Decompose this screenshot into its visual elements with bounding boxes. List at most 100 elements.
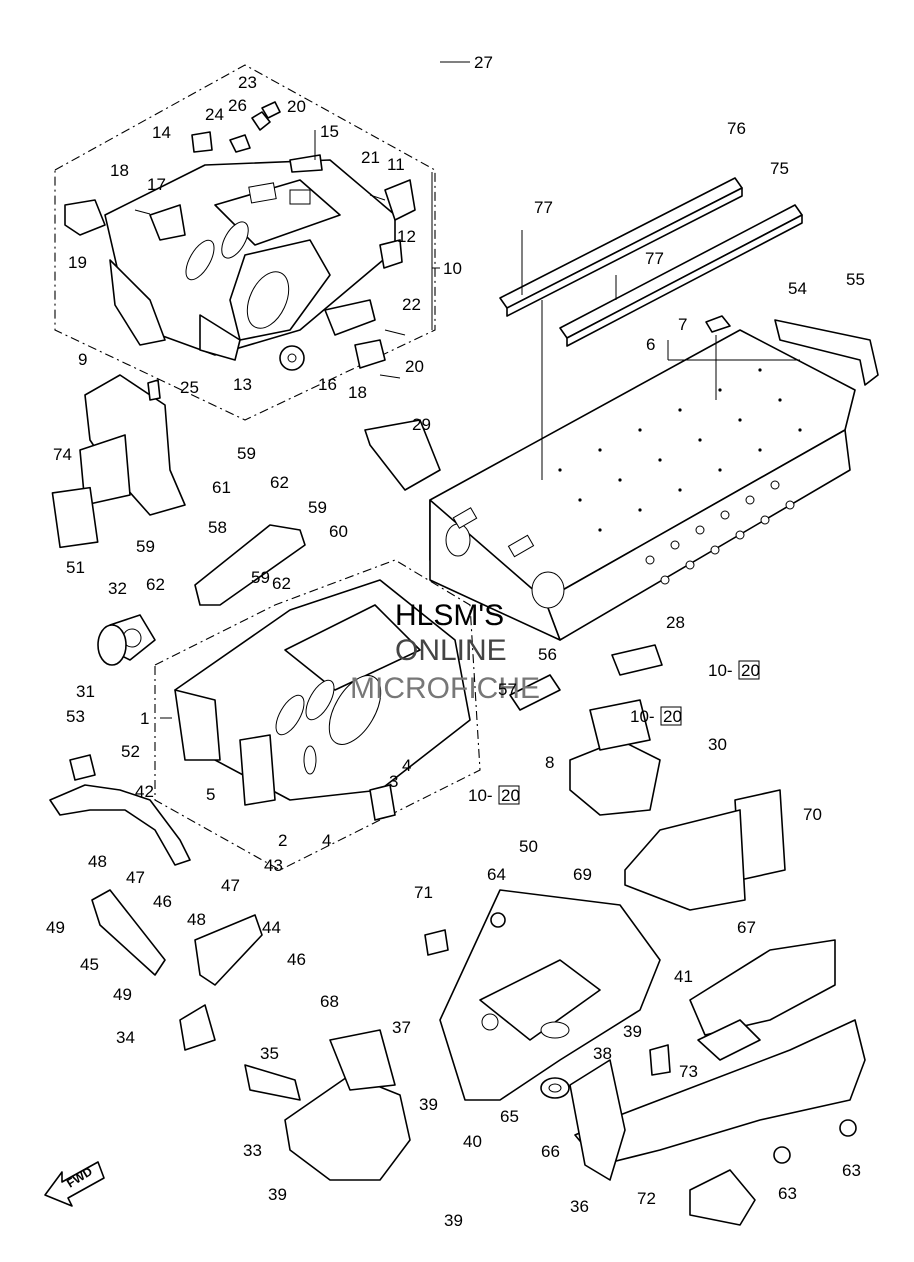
callout-25: 25 — [180, 378, 199, 397]
callout-77b: 77 — [645, 249, 664, 268]
callout-42: 42 — [135, 782, 154, 801]
callout-20b: 20 — [405, 357, 424, 376]
callout-76: 76 — [727, 119, 746, 138]
callout-47a: 47 — [126, 868, 145, 887]
callout-63a: 63 — [842, 1161, 861, 1180]
callout-34: 34 — [116, 1028, 135, 1047]
callout-18a: 18 — [110, 161, 129, 180]
callout-40: 40 — [463, 1132, 482, 1151]
callout-19: 19 — [68, 253, 87, 272]
callout-56: 56 — [538, 645, 557, 664]
callout-14: 14 — [152, 123, 171, 142]
fwd-arrow-icon: FWD — [44, 1161, 105, 1207]
callout-20a: 20 — [287, 97, 306, 116]
callout-11: 11 — [387, 155, 405, 174]
callout-67: 67 — [737, 918, 756, 937]
callout-labels: 27 23 24 26 20 15 14 21 11 18 17 19 12 1… — [46, 53, 865, 1230]
callout-63b: 63 — [778, 1184, 797, 1203]
callout-39c: 39 — [268, 1185, 287, 1204]
callout-62b: 62 — [146, 575, 165, 594]
callout-35: 35 — [260, 1044, 279, 1063]
callout-39d: 39 — [444, 1211, 463, 1230]
callout-38: 38 — [593, 1044, 612, 1063]
callout-4b: 4 — [322, 831, 331, 850]
tunnel-assembly-6 — [429, 300, 879, 641]
callout-45: 45 — [80, 955, 99, 974]
callout-47b: 47 — [221, 876, 240, 895]
callout-30: 30 — [708, 735, 727, 754]
callout-22: 22 — [402, 295, 421, 314]
callout-21: 21 — [361, 148, 380, 167]
callout-32: 32 — [108, 579, 127, 598]
callout-48a: 48 — [88, 852, 107, 871]
callout-16: 16 — [318, 375, 337, 394]
callout-28: 28 — [666, 613, 685, 632]
callout-73: 73 — [679, 1062, 698, 1081]
callout-8: 8 — [545, 753, 554, 772]
callout-36: 36 — [570, 1197, 589, 1216]
leader-lines — [160, 61, 800, 719]
callout-74: 74 — [53, 445, 72, 464]
callout-10-20b: 10- — [630, 707, 655, 726]
callout-39a: 39 — [623, 1022, 642, 1041]
box-20c — [498, 785, 520, 805]
callout-50: 50 — [519, 837, 538, 856]
callout-72: 72 — [637, 1189, 656, 1208]
callout-66: 66 — [541, 1142, 560, 1161]
callout-52: 52 — [121, 742, 140, 761]
callout-20-box-a: 20 — [741, 661, 760, 680]
callout-59c: 59 — [136, 537, 155, 556]
callout-59b: 59 — [308, 498, 327, 517]
callout-20-box-b: 20 — [663, 707, 682, 726]
callout-51: 51 — [66, 558, 85, 577]
callout-39b: 39 — [419, 1095, 438, 1114]
callout-15: 15 — [320, 122, 339, 141]
callout-2: 2 — [278, 831, 287, 850]
callout-12: 12 — [397, 227, 416, 246]
callout-62a: 62 — [270, 473, 289, 492]
callout-59d: 59 — [251, 568, 270, 587]
callout-23: 23 — [238, 73, 257, 92]
callout-41: 41 — [674, 967, 693, 986]
rail-parts — [499, 177, 803, 347]
callout-13: 13 — [233, 375, 252, 394]
box-20b — [660, 706, 682, 726]
callout-62c: 62 — [272, 574, 291, 593]
callout-33: 33 — [243, 1141, 262, 1160]
callout-49b: 49 — [113, 985, 132, 1004]
callout-3: 3 — [389, 772, 398, 791]
callout-54: 54 — [788, 279, 807, 298]
callout-46a: 46 — [153, 892, 172, 911]
callout-37: 37 — [392, 1018, 411, 1037]
callout-31: 31 — [76, 682, 95, 701]
left-mid-parts — [51, 374, 441, 549]
callout-43: 43 — [264, 856, 283, 875]
callout-61: 61 — [212, 478, 231, 497]
callout-58: 58 — [208, 518, 227, 537]
callout-10-20a: 10- — [708, 661, 733, 680]
callout-68: 68 — [320, 992, 339, 1011]
callout-29: 29 — [412, 415, 431, 434]
callout-69: 69 — [573, 865, 592, 884]
callout-44: 44 — [262, 918, 281, 937]
callout-1: 1 — [140, 709, 149, 728]
callout-26: 26 — [228, 96, 247, 115]
callout-60: 60 — [329, 522, 348, 541]
callout-55: 55 — [846, 270, 865, 289]
callout-24: 24 — [205, 105, 224, 124]
watermark: HLSM'S ONLINE MICROFICHE — [350, 599, 540, 705]
callout-9: 9 — [78, 350, 87, 369]
callout-20-box-c: 20 — [501, 786, 520, 805]
callout-27: 27 — [474, 53, 493, 72]
watermark-line1: HLSM'S — [395, 599, 504, 632]
front-frame-assembly-10 — [54, 64, 436, 421]
callout-10: 10 — [443, 259, 462, 278]
callout-18b: 18 — [348, 383, 367, 402]
lower-frame-assembly-1 — [49, 524, 663, 1051]
box-20a — [738, 660, 760, 680]
callout-4a: 4 — [402, 756, 411, 775]
callout-10-20c: 10- — [468, 786, 493, 805]
callout-64: 64 — [487, 865, 506, 884]
callout-48b: 48 — [187, 910, 206, 929]
